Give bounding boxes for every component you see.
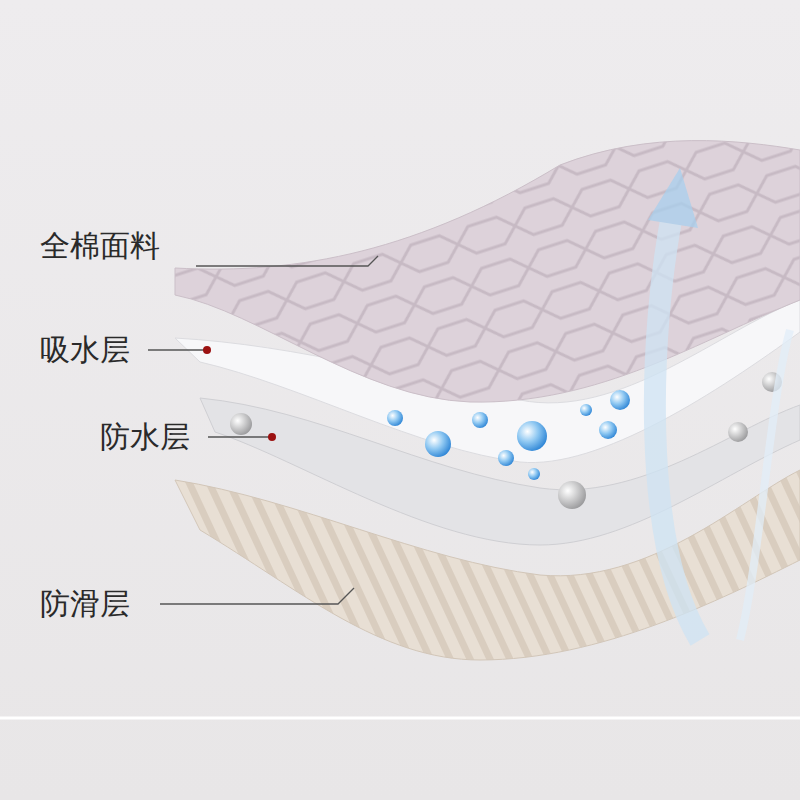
layer-label: 吸水层: [40, 332, 130, 368]
divider-line: [0, 717, 800, 720]
leader-dots: [203, 346, 276, 441]
airflow-arrow: [648, 168, 790, 640]
water-drops: [230, 372, 782, 509]
layer-label: 防水层: [100, 419, 190, 455]
layer-label: 全棉面料: [40, 228, 160, 264]
cotton-layer: [175, 141, 800, 403]
layer-label: 防滑层: [40, 586, 130, 622]
